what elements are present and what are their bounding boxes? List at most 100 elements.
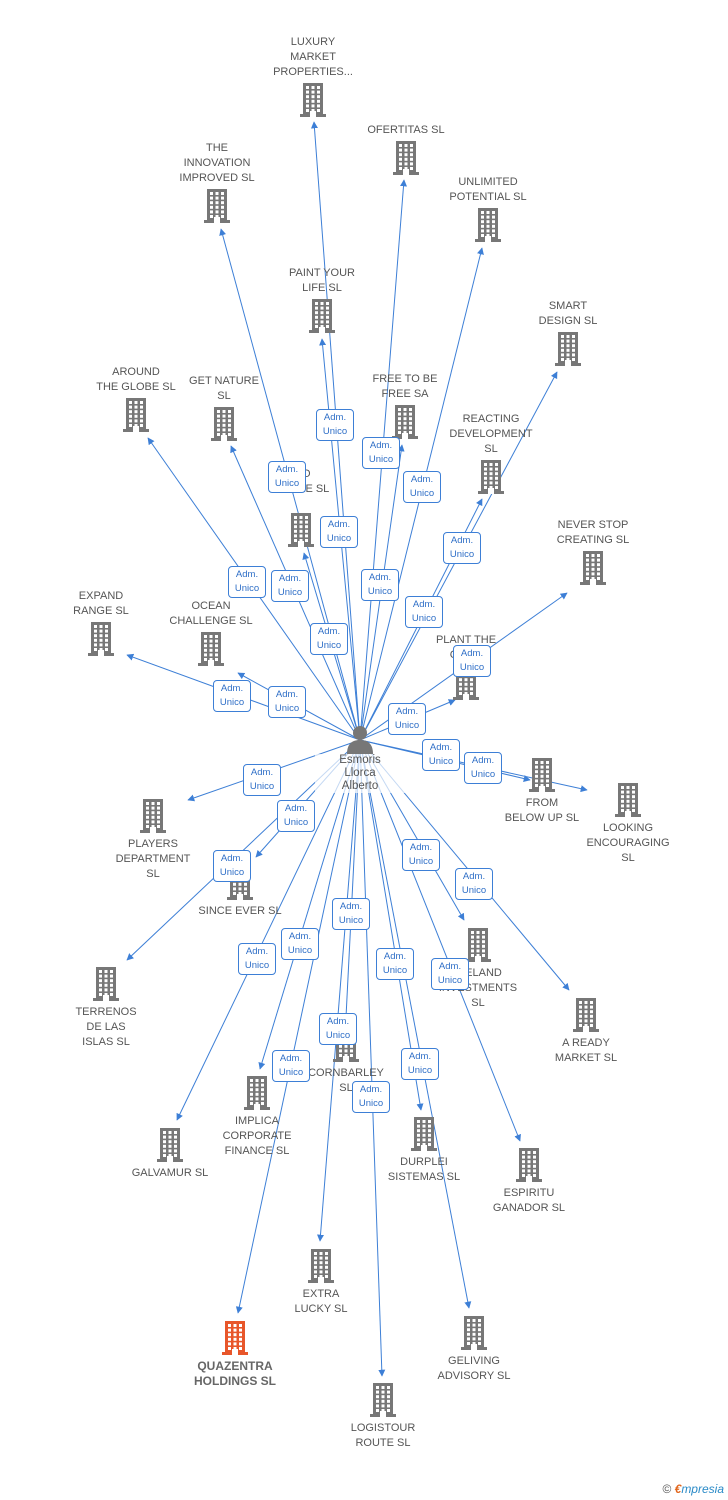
company-node-ocean[interactable]: OCEAN CHALLENGE SL: [146, 599, 276, 666]
company-node-frombelow[interactable]: FROM BELOW UP SL: [477, 758, 607, 826]
company-label: TERRENOS DE LAS ISLAS SL: [75, 1006, 137, 1048]
company-node-logistour[interactable]: LOGISTOUR ROUTE SL: [318, 1383, 448, 1451]
company-label: IMPLICA CORPORATE FINANCE SL: [222, 1115, 292, 1157]
building-icon-wrap: [580, 551, 606, 590]
relation-badge[interactable]: Adm. Unico: [402, 839, 440, 871]
company-node-freetobe[interactable]: FREE TO BE FREE SA: [340, 372, 470, 439]
edge-to-geliving: [359, 739, 472, 1309]
relation-badge[interactable]: Adm. Unico: [453, 645, 491, 677]
relation-badge[interactable]: Adm. Unico: [310, 623, 348, 655]
relation-badge[interactable]: Adm. Unico: [376, 948, 414, 980]
company-label: CORNBARLEY SL: [308, 1067, 384, 1094]
relation-badge[interactable]: Adm. Unico: [443, 532, 481, 564]
company-node-paint[interactable]: PAINT YOUR LIFE SL: [257, 266, 387, 333]
company-label: OCEAN CHALLENGE SL: [169, 600, 253, 627]
building-icon-wrap: [244, 1076, 270, 1115]
company-node-luxury[interactable]: LUXURY MARKET PROPERTIES...: [248, 35, 378, 117]
building-icon: [93, 967, 119, 1001]
relation-badge[interactable]: Adm. Unico: [405, 596, 443, 628]
center-person-node[interactable]: Esmoris Llorca Alberto: [315, 724, 405, 793]
building-icon-wrap: [198, 632, 224, 671]
relation-badge[interactable]: Adm. Unico: [213, 850, 251, 882]
relation-badge[interactable]: Adm. Unico: [332, 898, 370, 930]
brand-footer: © €mpresia: [662, 1482, 724, 1496]
relation-badge[interactable]: Adm. Unico: [238, 943, 276, 975]
relation-badge[interactable]: Adm. Unico: [388, 703, 426, 735]
company-node-around[interactable]: AROUND THE GLOBE SL: [71, 365, 201, 432]
building-icon: [555, 332, 581, 366]
company-node-neverstop[interactable]: NEVER STOP CREATING SL: [528, 518, 658, 585]
building-icon: [300, 83, 326, 117]
relation-badge[interactable]: Adm. Unico: [319, 1013, 357, 1045]
company-label: FROM BELOW UP SL: [504, 797, 580, 824]
relation-badge[interactable]: Adm. Unico: [277, 800, 315, 832]
company-node-unlimited[interactable]: UNLIMITED POTENTIAL SL: [423, 175, 553, 242]
relation-badge[interactable]: Adm. Unico: [272, 1050, 310, 1082]
relation-badge[interactable]: Adm. Unico: [243, 764, 281, 796]
relation-badge[interactable]: Adm. Unico: [362, 437, 400, 469]
relation-badge[interactable]: Adm. Unico: [403, 471, 441, 503]
company-label: OFERTITAS SL: [367, 124, 445, 136]
edge-to-logistour: [359, 739, 386, 1377]
edge-to-extralucky: [317, 739, 361, 1242]
relation-badge[interactable]: Adm. Unico: [316, 409, 354, 441]
company-node-innovation[interactable]: THE INNOVATION IMPROVED SL: [152, 141, 282, 223]
brand-logo-icon: €: [674, 1482, 682, 1496]
company-label: PLAYERS DEPARTMENT SL: [115, 838, 191, 880]
company-node-geliving[interactable]: GELIVING ADVISORY SL: [409, 1316, 539, 1384]
relation-badge[interactable]: Adm. Unico: [361, 569, 399, 601]
company-node-implica[interactable]: IMPLICA CORPORATE FINANCE SL: [192, 1076, 322, 1159]
company-node-durplei[interactable]: DURPLEI SISTEMAS SL: [359, 1117, 489, 1185]
building-icon: [465, 928, 491, 962]
building-icon: [370, 1383, 396, 1417]
relation-badge[interactable]: Adm. Unico: [228, 566, 266, 598]
company-label: ESPIRITU GANADOR SL: [492, 1187, 566, 1214]
building-icon: [308, 1249, 334, 1283]
relation-badge[interactable]: Adm. Unico: [281, 928, 319, 960]
company-node-smart[interactable]: SMART DESIGN SL: [503, 299, 633, 366]
company-node-terrenos[interactable]: TERRENOS DE LAS ISLAS SL: [41, 967, 171, 1050]
company-node-extralucky[interactable]: EXTRA LUCKY SL: [256, 1249, 386, 1317]
center-person-label: Esmoris Llorca Alberto: [315, 754, 405, 793]
company-label: NEVER STOP CREATING SL: [556, 519, 630, 546]
building-icon: [140, 799, 166, 833]
person-icon: [347, 726, 373, 754]
building-icon: [393, 141, 419, 175]
relation-badge[interactable]: Adm. Unico: [352, 1081, 390, 1113]
relation-badge[interactable]: Adm. Unico: [268, 461, 306, 493]
company-node-galvamur[interactable]: GALVAMUR SL: [105, 1128, 235, 1181]
relation-badge[interactable]: Adm. Unico: [213, 680, 251, 712]
building-icon: [516, 1148, 542, 1182]
company-label: LUXURY MARKET PROPERTIES...: [273, 36, 353, 78]
building-icon: [157, 1128, 183, 1162]
building-icon-wrap: [615, 783, 641, 822]
relation-badge[interactable]: Adm. Unico: [455, 868, 493, 900]
company-node-looking[interactable]: LOOKING ENCOURAGING SL: [563, 783, 693, 866]
company-label: EXPAND RANGE SL: [73, 590, 129, 617]
building-icon: [529, 758, 555, 792]
building-icon-wrap: [309, 299, 335, 338]
company-label: SINCE EVER SL: [198, 905, 282, 917]
building-icon-wrap: [288, 513, 314, 552]
edge-to-galvamur: [176, 739, 361, 1121]
relation-badge[interactable]: Adm. Unico: [401, 1048, 439, 1080]
brand-name: mpresia: [681, 1482, 724, 1496]
company-node-reacting[interactable]: REACTING DEVELOPMENT SL: [426, 412, 556, 494]
relation-badge[interactable]: Adm. Unico: [268, 686, 306, 718]
relation-badge[interactable]: Adm. Unico: [422, 739, 460, 771]
company-node-players[interactable]: PLAYERS DEPARTMENT SL: [88, 799, 218, 882]
company-label: DURPLEI SISTEMAS SL: [387, 1156, 461, 1183]
relation-badge[interactable]: Adm. Unico: [464, 752, 502, 784]
copyright-symbol: ©: [662, 1482, 672, 1496]
company-node-expand[interactable]: EXPAND RANGE SL: [36, 589, 166, 656]
company-node-espiritu[interactable]: ESPIRITU GANADOR SL: [464, 1148, 594, 1216]
relation-badge[interactable]: Adm. Unico: [431, 958, 469, 990]
company-node-getnature[interactable]: GET NATURE SL: [159, 374, 289, 441]
company-node-ofertitas[interactable]: OFERTITAS SL: [341, 123, 471, 175]
company-node-aready[interactable]: A READY MARKET SL: [521, 998, 651, 1066]
company-node-quazentra[interactable]: QUAZENTRA HOLDINGS SL: [170, 1321, 300, 1389]
relation-badge[interactable]: Adm. Unico: [320, 516, 358, 548]
company-label: SMART DESIGN SL: [538, 300, 598, 327]
building-icon-wrap: [308, 1249, 334, 1288]
relation-badge[interactable]: Adm. Unico: [271, 570, 309, 602]
